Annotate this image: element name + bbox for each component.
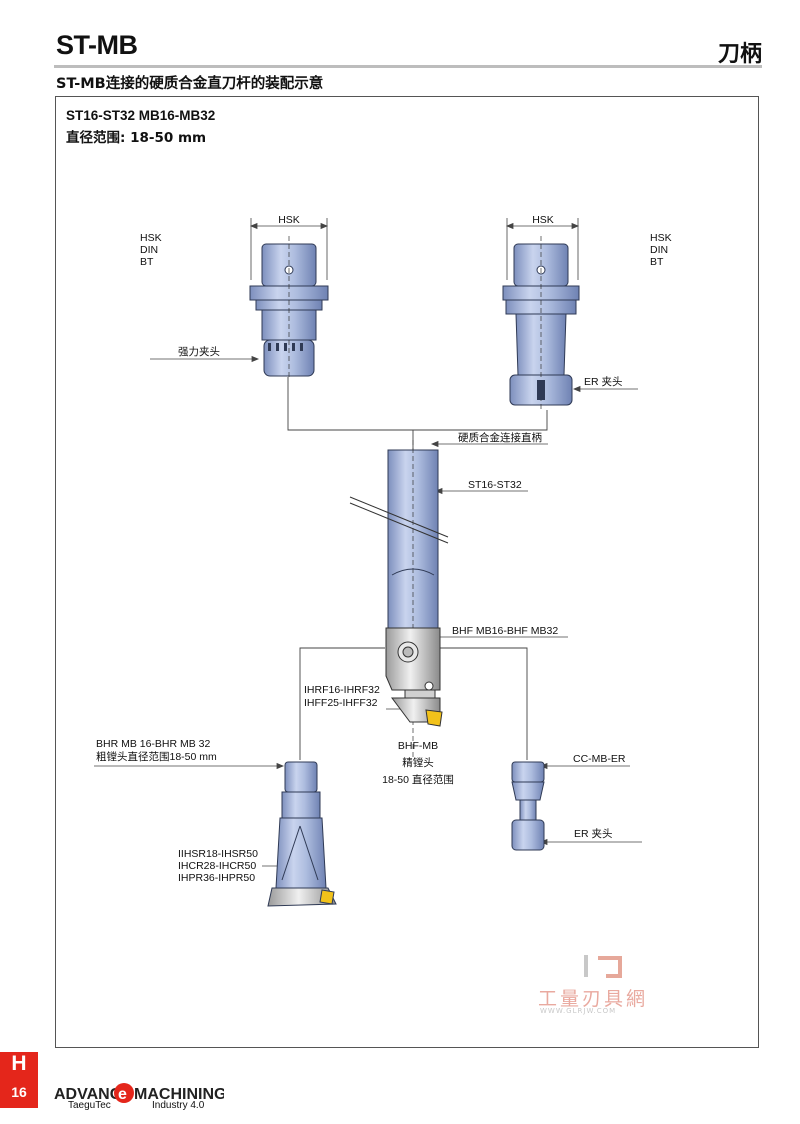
- brand-e: e: [118, 1086, 127, 1103]
- hsk-dimension-left: [249, 218, 329, 280]
- page-title: ST-MB: [56, 30, 138, 60]
- spindle-type-right-bt: BT: [650, 256, 664, 268]
- ihcr-label: IHCR28-IHCR50: [178, 860, 257, 872]
- brand-sub-right: Industry 4.0: [152, 1100, 205, 1111]
- carbide-shank: [349, 440, 449, 760]
- fine-boring-head-label: 精镗头: [402, 757, 434, 769]
- cc-mb-er-adaptor: [511, 761, 545, 851]
- hsk-dim-label-left: HSK: [278, 214, 300, 226]
- page-number: 16: [11, 1084, 27, 1100]
- power-chuck-label: 强力夹头: [178, 346, 220, 358]
- st-range-label: ST16-ST32: [468, 479, 522, 491]
- connector-lines: [287, 377, 548, 760]
- brand-logo: ADVANC e MACHINING: [54, 1083, 224, 1103]
- figure-heading: ST16-ST32 MB16-MB32: [66, 108, 216, 123]
- rough-boring-label: 粗镗头直径范围18-50 mm: [96, 751, 217, 763]
- brand-e-badge: [114, 1083, 134, 1103]
- spindle-type-left-bt: BT: [140, 256, 154, 268]
- brand-sub-left: TaeguTec: [68, 1100, 111, 1111]
- rough-boring-head: [267, 761, 337, 907]
- bhr-range-label: BHR MB 16-BHR MB 32: [96, 738, 211, 750]
- page-subtitle: ST-MB连接的硬质合金直刀杆的装配示意: [56, 76, 324, 92]
- page-tab: [0, 1052, 38, 1108]
- bhf-mb-label: BHF-MB: [397, 740, 439, 752]
- spindle-type-right-din: DIN: [650, 244, 669, 256]
- carbide-shank-label: 硬质合金连接直柄: [458, 432, 542, 444]
- spindle-type-right-hsk: HSK: [650, 232, 672, 244]
- hsk-er-collet-holder: [502, 236, 580, 410]
- leader-lines: [94, 355, 642, 870]
- er-collet-top-label: ER 夹头: [584, 376, 623, 388]
- fine-boring-head: [385, 627, 443, 727]
- insert-holder-2-label: IHFF25-IHFF32: [304, 697, 378, 709]
- brand-left: ADVANC: [54, 1086, 122, 1103]
- watermark-text: 工量刃具網: [538, 988, 649, 1010]
- spindle-type-left-din: DIN: [140, 244, 159, 256]
- bhf-range-label: BHF MB16-BHF MB32: [452, 625, 559, 637]
- header-rule: [54, 65, 762, 68]
- category-label: 刀柄: [717, 42, 762, 67]
- hsk-dim-label-right: HSK: [532, 214, 554, 226]
- ihpr-label: IHPR36-IHPR50: [178, 872, 256, 884]
- spindle-type-left-hsk: HSK: [140, 232, 162, 244]
- insert-holder-1-label: IHRF16-IHRF32: [304, 684, 380, 696]
- figure-frame: [55, 96, 759, 1048]
- hsk-power-chuck-holder: [249, 236, 329, 380]
- ihsr-label: IIHSR18-IHSR50: [178, 848, 258, 860]
- fine-boring-range-label: 18-50 直径范围: [382, 774, 454, 786]
- figure-range: 直径范围: 18-50 mm: [66, 130, 207, 146]
- hsk-dimension-right: [505, 218, 580, 280]
- er-collet-bottom-label: ER 夹头: [574, 828, 613, 840]
- page-section-letter: H: [11, 1052, 27, 1075]
- watermark-url: WWW.GLRJW.COM: [540, 1007, 617, 1015]
- brand-right: MACHINING: [134, 1086, 224, 1103]
- cc-mb-er-label: CC-MB-ER: [573, 753, 626, 765]
- watermark-glyph: [584, 955, 622, 978]
